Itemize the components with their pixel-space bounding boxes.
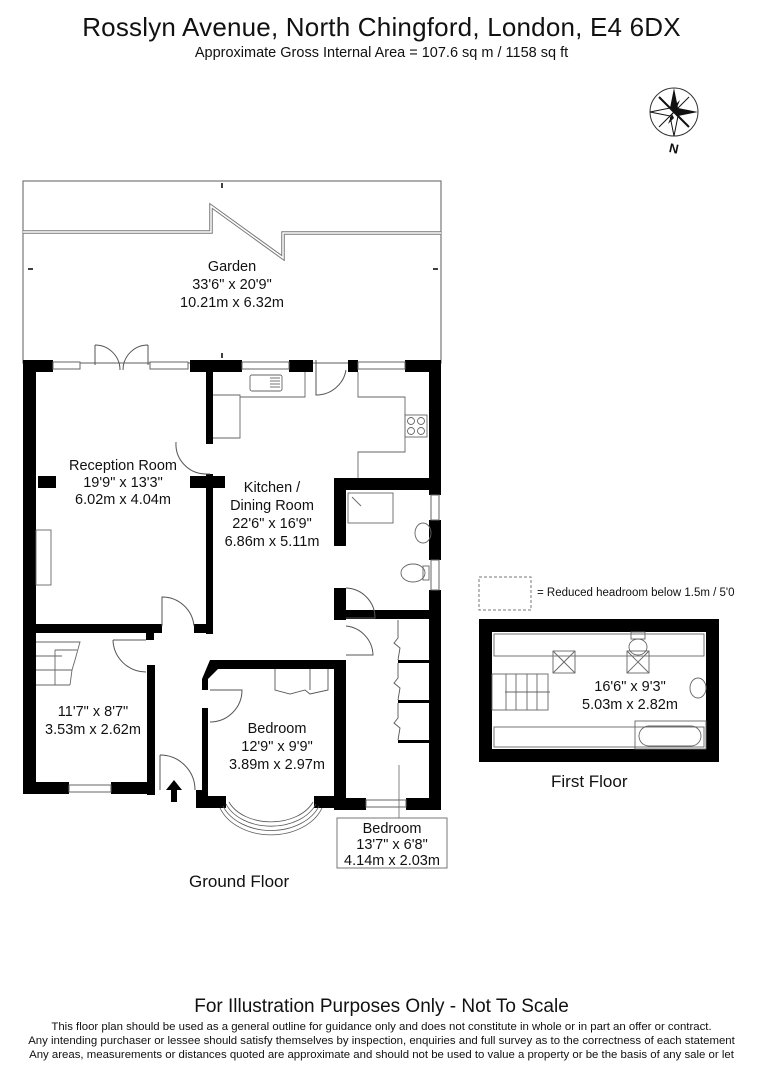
disclaimer-title: For Illustration Purposes Only - Not To … <box>194 996 569 1017</box>
page-title: Rosslyn Avenue, North Chingford, London,… <box>82 12 681 42</box>
ground-floor-walls <box>23 360 441 810</box>
first-floor-room-metric: 5.03m x 2.82m <box>582 697 678 713</box>
kitchen-imperial: 22'6" x 16'9" <box>232 516 312 532</box>
bedroom1-name: Bedroom <box>248 721 307 737</box>
bedroom2-metric: 4.14m x 2.03m <box>344 853 440 869</box>
windows <box>52 361 440 808</box>
reception-room-imperial: 19'9" x 13'3" <box>83 475 163 491</box>
wardrobes <box>274 620 401 741</box>
kitchen-name-line1: Kitchen / <box>244 480 301 496</box>
kitchen-metric: 6.86m x 5.11m <box>225 534 320 550</box>
kitchen-fixtures <box>213 372 428 478</box>
doors <box>94 344 376 791</box>
bay-window <box>219 801 323 836</box>
entrance-arrow-icon <box>166 780 182 802</box>
fireplace <box>35 529 52 586</box>
small-room-metric: 3.53m x 2.62m <box>45 722 141 738</box>
first-floor-label: First Floor <box>551 772 628 791</box>
kitchen-name-line2: Dining Room <box>230 498 314 514</box>
disclaimer-line-2: Any intending purchaser or lessee should… <box>28 1035 735 1047</box>
reception-room-name: Reception Room <box>69 458 177 474</box>
ground-floor-label: Ground Floor <box>189 872 290 891</box>
reduced-headroom-legend-text: = Reduced headroom below 1.5m / 5'0 <box>537 587 735 599</box>
garden-metric: 10.21m x 6.32m <box>180 295 284 311</box>
gross-area-subtitle: Approximate Gross Internal Area = 107.6 … <box>194 45 569 61</box>
garden-name: Garden <box>208 259 256 275</box>
bedroom2-label-box <box>336 817 448 869</box>
small-room-imperial: 11'7" x 8'7" <box>58 704 128 720</box>
first-floor-plan <box>479 619 719 762</box>
disclaimer-line-3: Any areas, measurements or distances quo… <box>29 1049 734 1061</box>
bedroom1-metric: 3.89m x 2.97m <box>229 757 325 773</box>
first-floor-room-imperial: 16'6" x 9'3" <box>594 679 665 695</box>
bathroom-fixtures <box>347 492 432 583</box>
reception-room-metric: 6.02m x 4.04m <box>75 492 171 508</box>
bedroom2-name: Bedroom <box>363 821 422 837</box>
compass-label: N <box>668 140 680 157</box>
bedroom2-imperial: 13'7" x 6'8" <box>356 837 427 853</box>
bedroom1-imperial: 12'9" x 9'9" <box>241 739 312 755</box>
disclaimer-line-1: This floor plan should be used as a gene… <box>51 1021 712 1033</box>
garden-imperial: 33'6" x 20'9" <box>192 277 272 293</box>
reduced-headroom-legend-swatch <box>478 576 532 611</box>
north-compass-icon <box>649 87 699 137</box>
staircase-ground <box>36 641 81 686</box>
garden-area <box>22 180 442 364</box>
